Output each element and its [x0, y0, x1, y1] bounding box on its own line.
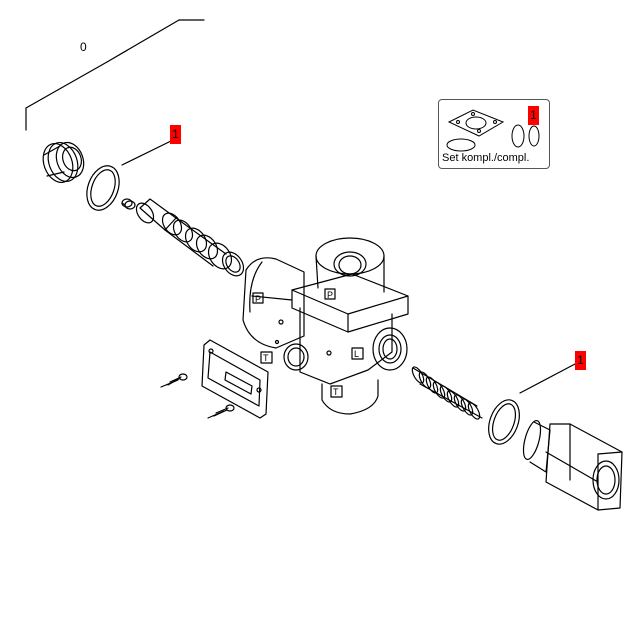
mounting-screw-lower — [207, 404, 235, 419]
port-label-front: T — [263, 353, 269, 363]
valve-spool — [135, 198, 245, 277]
small-nut — [121, 198, 136, 210]
callout-tag-set: 1 — [528, 106, 539, 125]
cover-plate — [201, 339, 269, 419]
port-label-right: L — [354, 349, 359, 359]
callout-tag-left: 1 — [170, 125, 181, 144]
right-hex-cap — [522, 419, 623, 511]
right-o-ring — [488, 399, 520, 445]
assembly-bracket — [25, 19, 205, 131]
spring — [411, 366, 483, 420]
seal-ring-oval-1 — [511, 124, 525, 148]
mounting-screw-upper — [160, 373, 188, 388]
leader-line-left — [121, 139, 174, 166]
leader-line-right — [519, 363, 576, 394]
gasket-plate — [447, 109, 505, 137]
seal-kit-label: Set kompl./compl. — [442, 152, 530, 164]
gasket-bore — [465, 116, 487, 130]
port-label-side: P — [255, 294, 261, 304]
seal-kit-drawing — [446, 109, 540, 152]
left-end-plug — [42, 141, 85, 183]
port-label-bottom: T — [333, 387, 339, 397]
seal-ring-oval-2 — [528, 125, 540, 147]
seal-ring-flat — [446, 138, 476, 152]
left-o-ring — [86, 165, 120, 211]
callout-tag-right: 1 — [575, 351, 586, 370]
valve-body — [242, 237, 409, 415]
port-label-top: P — [327, 290, 333, 300]
assembly-number: 0 — [80, 40, 87, 54]
